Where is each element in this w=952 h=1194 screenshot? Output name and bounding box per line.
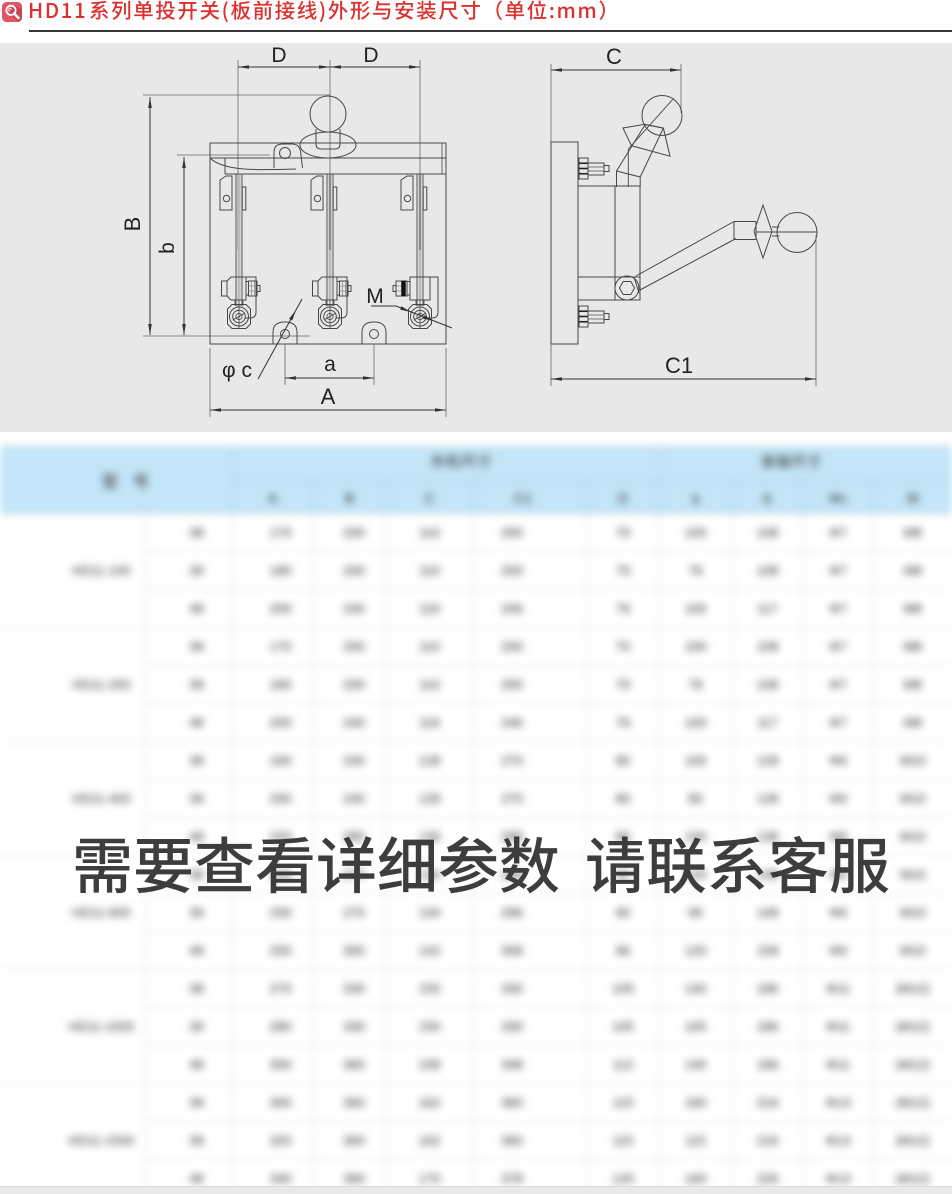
svg-text:B: B (120, 217, 145, 232)
svg-text:M: M (366, 285, 384, 308)
svg-text:D: D (363, 44, 378, 67)
svg-text:A: A (321, 384, 336, 409)
svg-text:D: D (271, 44, 286, 67)
svg-text:φ c: φ c (222, 359, 252, 382)
svg-text:b: b (156, 242, 179, 254)
svg-text:C1: C1 (665, 353, 693, 378)
svg-text:a: a (324, 353, 336, 376)
svg-text:C: C (606, 44, 622, 69)
